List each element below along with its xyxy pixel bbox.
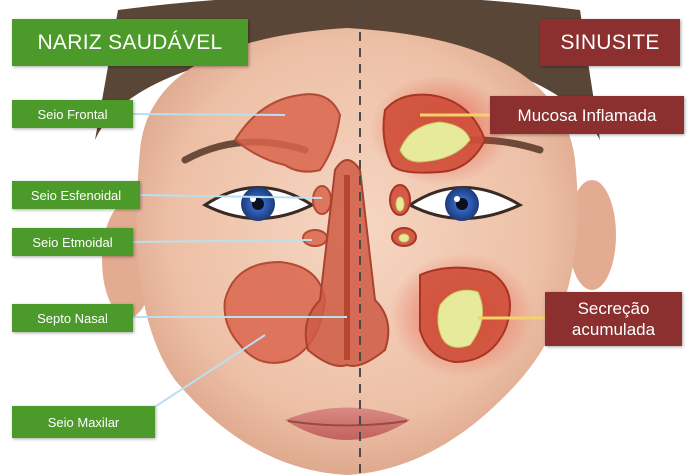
leader-seio-frontal xyxy=(133,114,285,115)
left-ethmoid-sinus xyxy=(303,230,327,246)
label-seio-maxilar: Seio Maxilar xyxy=(12,406,155,438)
header-healthy-nose: NARIZ SAUDÁVEL xyxy=(12,19,248,66)
left-sphenoid-sinus xyxy=(313,186,331,214)
label-seio-esfenoidal: Seio Esfenoidal xyxy=(12,181,140,209)
label-seio-frontal: Seio Frontal xyxy=(12,100,133,128)
label-secrecao-acumulada: Secreção acumulada xyxy=(545,292,682,346)
label-seio-etmoidal: Seio Etmoidal xyxy=(12,228,133,256)
sphenoid-secretion xyxy=(396,197,404,211)
ethmoid-secretion xyxy=(399,234,409,242)
label-septo-nasal: Septo Nasal xyxy=(12,304,133,332)
label-mucosa-inflamada: Mucosa Inflamada xyxy=(490,96,684,134)
header-sinusitis: SINUSITE xyxy=(540,19,680,66)
